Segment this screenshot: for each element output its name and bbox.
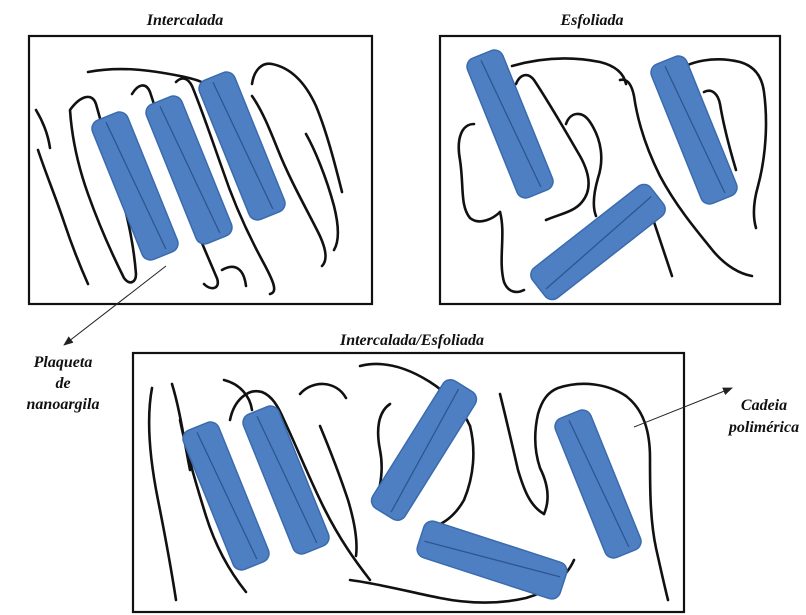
panel-title-intercalated: Intercalada: [146, 12, 223, 29]
clay-platelet: [415, 519, 569, 601]
panel-title-mixed: Intercalada/Esfoliada: [339, 332, 484, 349]
polymer-chain: [306, 134, 338, 250]
polymer-chain: [222, 267, 246, 286]
callout-platelet-line2: de: [55, 375, 70, 392]
clay-platelet: [552, 407, 643, 560]
polymer-chain: [149, 388, 176, 600]
polymer-chain: [459, 124, 500, 221]
clay-platelet: [527, 181, 669, 303]
callout-chain-line2: polimérica: [727, 419, 799, 436]
callout-chain-line1: Cadeia: [741, 397, 787, 414]
callout-platelet-line1: Plaqueta: [33, 354, 93, 371]
panel-intercalated: Intercalada: [29, 12, 372, 304]
callout-platelet: Plaqueta de nanoargila: [27, 266, 166, 413]
polymer-chain: [36, 110, 50, 148]
polymer-chain: [654, 222, 672, 276]
panel-exfoliated: Esfoliada: [440, 12, 780, 304]
polymer-chain: [512, 59, 626, 84]
clay-platelet: [464, 47, 555, 200]
callout-chain: Cadeia polimérica: [634, 388, 799, 436]
panel-mixed: Intercalada/Esfoliada: [133, 332, 684, 612]
callout-platelet-line3: nanoargila: [27, 396, 100, 413]
polymer-chain: [300, 384, 346, 398]
polymer-chain: [500, 212, 524, 292]
panel-title-exfoliated: Esfoliada: [559, 12, 623, 29]
polymer-chain: [224, 380, 252, 410]
callout-arrow-platelet: [64, 266, 166, 345]
